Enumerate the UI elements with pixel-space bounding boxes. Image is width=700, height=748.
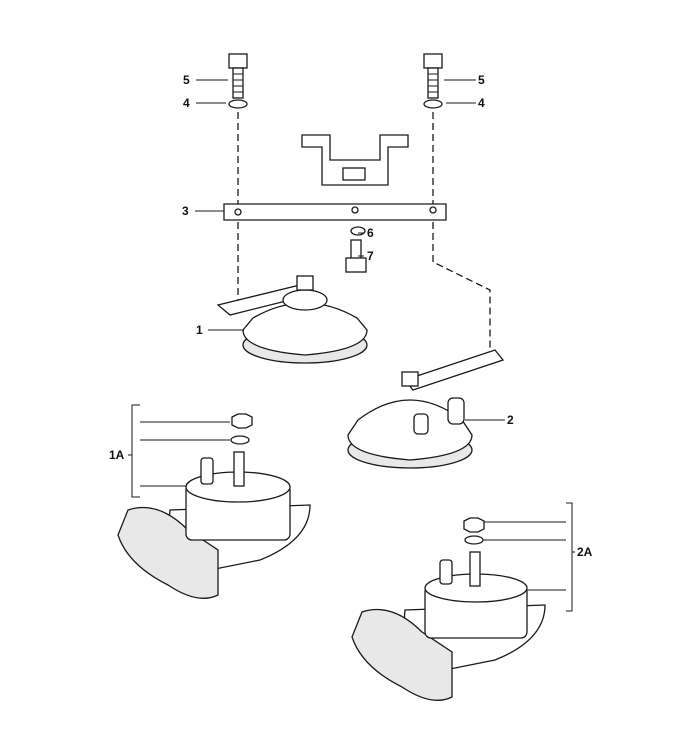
washer-right [423, 99, 443, 109]
horn-2a [351, 551, 546, 701]
nut-1a [231, 413, 253, 429]
horn-2 [347, 349, 505, 469]
callout-1: 1 [196, 323, 203, 337]
callout-4-right: 4 [478, 96, 485, 110]
horn-1 [216, 275, 368, 364]
callout-2a: 2A [577, 545, 593, 559]
callout-4-left: 4 [183, 96, 190, 110]
callout-2: 2 [507, 413, 514, 427]
callout-5-left: 5 [183, 73, 190, 87]
callout-5-right: 5 [478, 73, 485, 87]
assembly-line-right [432, 112, 491, 350]
bracket-1a [128, 404, 230, 498]
lock-washer [350, 226, 366, 236]
bracket-2a [480, 502, 575, 612]
washer-2a [464, 535, 484, 545]
washer-left [228, 99, 248, 109]
nut-2a [463, 517, 485, 533]
bolt-center [345, 239, 367, 273]
callout-6: 6 [367, 226, 374, 240]
cage-nut [342, 167, 366, 181]
washer-1a [230, 435, 250, 445]
u-bracket [301, 134, 409, 186]
bolt-left [228, 53, 248, 99]
callout-3: 3 [182, 204, 189, 218]
flat-bracket [223, 203, 447, 221]
horn-1a [117, 451, 311, 599]
callout-1a: 1A [109, 448, 125, 462]
bolt-right [423, 53, 443, 99]
callout-7: 7 [367, 249, 374, 263]
